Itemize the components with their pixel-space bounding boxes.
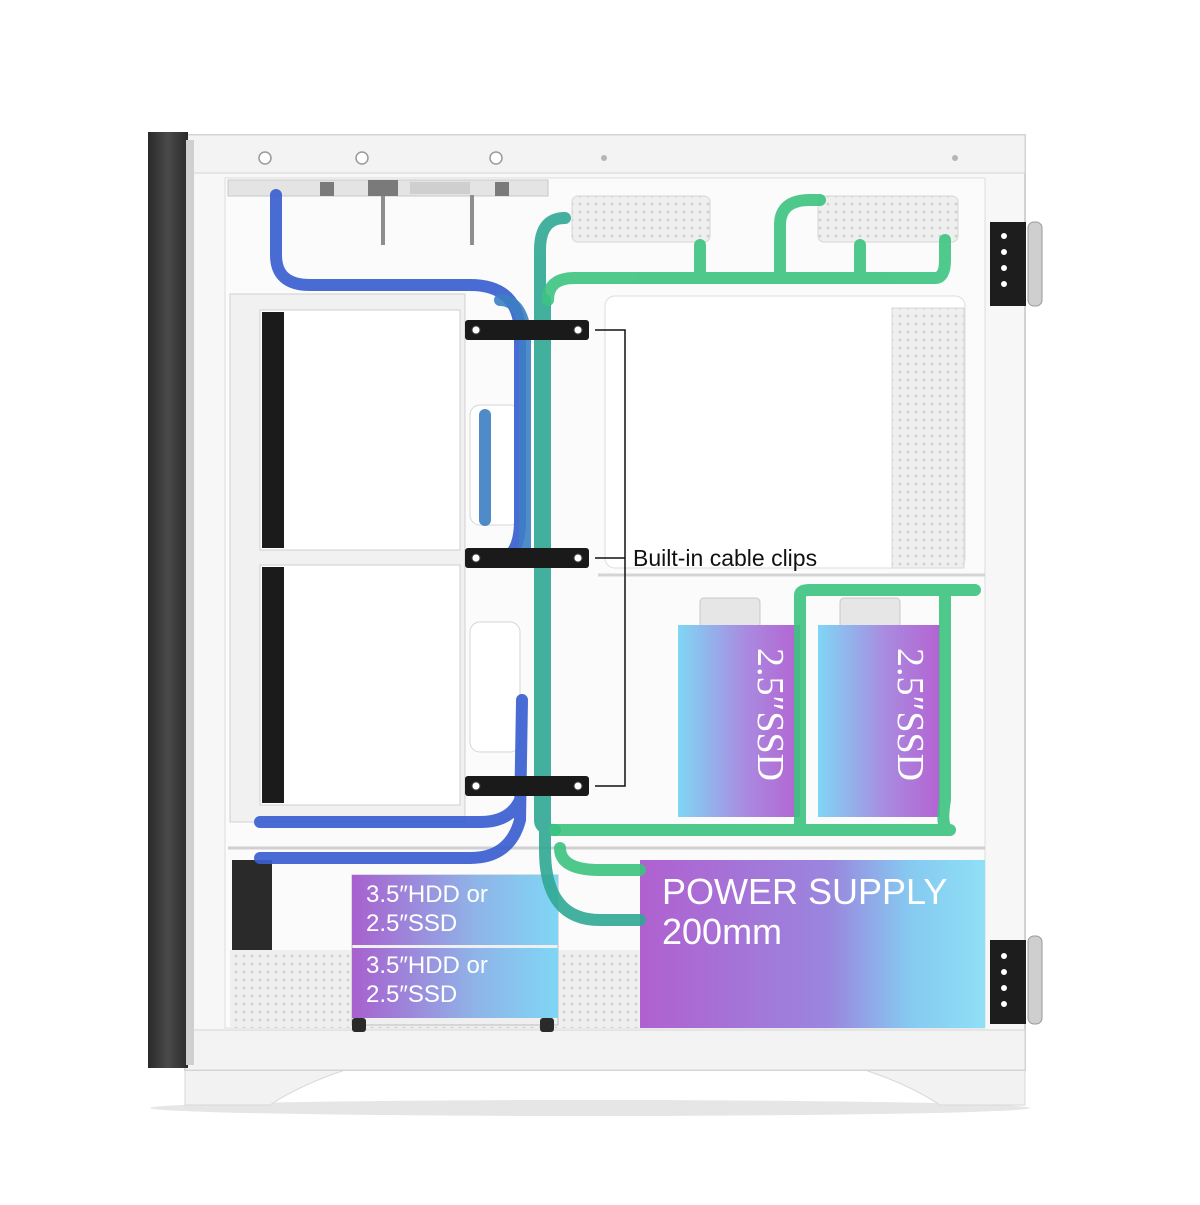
rear-hinges	[990, 221, 1043, 1025]
cable-clip-middle	[465, 548, 589, 568]
top-vent-right	[817, 195, 959, 243]
hdd-lower-line2: 2.5″SSD	[366, 981, 458, 1008]
grommet-upper	[469, 404, 521, 526]
power-supply-label: POWER SUPPLY 200mm	[662, 872, 947, 952]
hdd-upper-label: 3.5″HDD or 2.5″SSD	[366, 880, 488, 938]
hdd-upper-line2: 2.5″SSD	[366, 910, 458, 937]
front-fan-frame-bottom	[259, 564, 461, 806]
front-fan-frame-top	[259, 309, 461, 551]
hdd-upper-line1: 3.5″HDD or	[366, 881, 488, 908]
floor-shadow	[150, 1100, 1030, 1116]
rear-foot	[864, 1069, 1026, 1106]
power-supply-title: POWER SUPPLY	[662, 871, 948, 912]
hinge-top	[990, 222, 1026, 306]
hdd-bay-lower	[352, 948, 558, 1018]
cable-clip-top	[465, 320, 589, 340]
callout-bracket	[595, 329, 626, 787]
top-screws	[258, 151, 503, 165]
teal-cables	[534, 212, 646, 926]
psu-area	[640, 860, 985, 1028]
hinge-bottom-pin	[1027, 935, 1043, 1025]
front-filter-top	[262, 312, 284, 548]
front-panel	[148, 132, 188, 1068]
ssd-bay-right	[818, 625, 940, 817]
front-foot	[184, 1069, 346, 1106]
hinge-top-pin	[1027, 221, 1043, 307]
cable-clips-label: Built-in cable clips	[633, 545, 818, 571]
io-connectors	[320, 180, 509, 196]
rear-mesh-panel	[891, 307, 965, 569]
hdd-lower-line1: 3.5″HDD or	[366, 952, 488, 979]
hdd-lower-label: 3.5″HDD or 2.5″SSD	[366, 951, 488, 1009]
front-panel-edge	[186, 140, 194, 1065]
front-filter-bottom	[262, 567, 284, 803]
hinge-bottom	[990, 940, 1026, 1024]
cable-clips	[465, 320, 589, 796]
power-supply-size: 200mm	[662, 911, 783, 952]
motherboard-cutout	[604, 295, 966, 569]
ssd-bay-left	[678, 625, 800, 817]
top-frame	[184, 134, 1026, 174]
hdd-cage-feet	[352, 1018, 554, 1032]
green-cables	[542, 194, 981, 876]
ssd-tab-right	[839, 597, 901, 629]
ssd-right-label: 2.5″SSD	[889, 648, 931, 782]
grommet-lower	[469, 621, 521, 753]
top-dots	[601, 155, 958, 161]
io-standoffs	[381, 195, 474, 245]
bottom-frame	[184, 1029, 1026, 1071]
ssd-tab-left	[699, 597, 761, 629]
hdd-bay-upper	[352, 875, 558, 945]
cable-clip-bottom	[465, 776, 589, 796]
ssd-left-label: 2.5″SSD	[749, 648, 791, 782]
top-vent-left	[571, 195, 711, 243]
